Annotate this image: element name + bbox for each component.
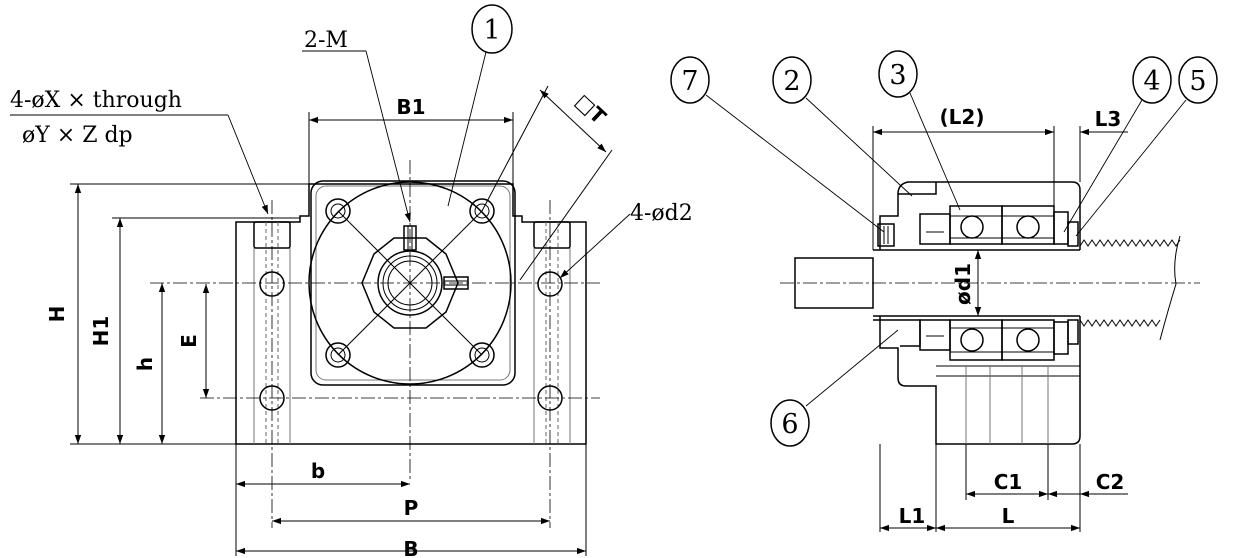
front-view — [150, 160, 600, 528]
callout-2: 2 — [783, 66, 800, 97]
dim-P: P — [404, 496, 419, 520]
callout-4: 4 — [1143, 66, 1160, 97]
dim-H1: H1 — [89, 316, 113, 347]
label-through-hole: 4-øX × through — [10, 88, 182, 113]
dim-B: B — [403, 537, 418, 558]
dim-L1: L1 — [899, 504, 926, 528]
dim-d1: ød1 — [951, 263, 975, 305]
side-dimensions: (L2) L3 ød1 C1 C2 L1 L 7 2 — [670, 50, 1218, 532]
side-housing-upper — [936, 181, 1081, 250]
dim-E: E — [177, 334, 201, 348]
dim-L: L — [1002, 504, 1015, 528]
dim-H: H — [45, 306, 69, 323]
callout-3: 3 — [889, 60, 906, 91]
label-counterbore: øY × Z dp — [22, 123, 133, 148]
dim-C2: C2 — [1096, 470, 1125, 494]
dim-C1: C1 — [994, 470, 1023, 494]
lock-nut-section — [877, 223, 895, 247]
side-housing-lower — [879, 316, 1081, 445]
callout-6: 6 — [781, 409, 798, 440]
dim-h: h — [133, 357, 157, 371]
callout-bubbles: 7 2 3 4 5 6 — [670, 50, 1218, 447]
label-mount-holes: 4-ød2 — [630, 201, 693, 226]
upper-bearings — [949, 205, 1055, 245]
callout-7: 7 — [681, 66, 698, 97]
counterbore-right — [533, 221, 571, 249]
callout-1: 1 — [483, 15, 500, 46]
front-dimensions: B1 H H1 h E b P B □T 4-øX × through øY ×… — [10, 4, 693, 558]
label-tapped: 2-M — [304, 28, 348, 53]
dim-square-T: □T — [571, 89, 611, 129]
callout-5: 5 — [1189, 66, 1206, 97]
lower-bearings — [949, 319, 1055, 361]
dim-B1: B1 — [396, 95, 425, 119]
side-view — [780, 181, 1200, 445]
flange-screw-holes — [325, 198, 495, 368]
mount-holes — [259, 271, 563, 411]
threaded-shaft — [1079, 235, 1181, 341]
dim-b: b — [311, 459, 325, 483]
dim-L2: (L2) — [940, 105, 985, 129]
dim-L3: L3 — [1095, 107, 1122, 131]
